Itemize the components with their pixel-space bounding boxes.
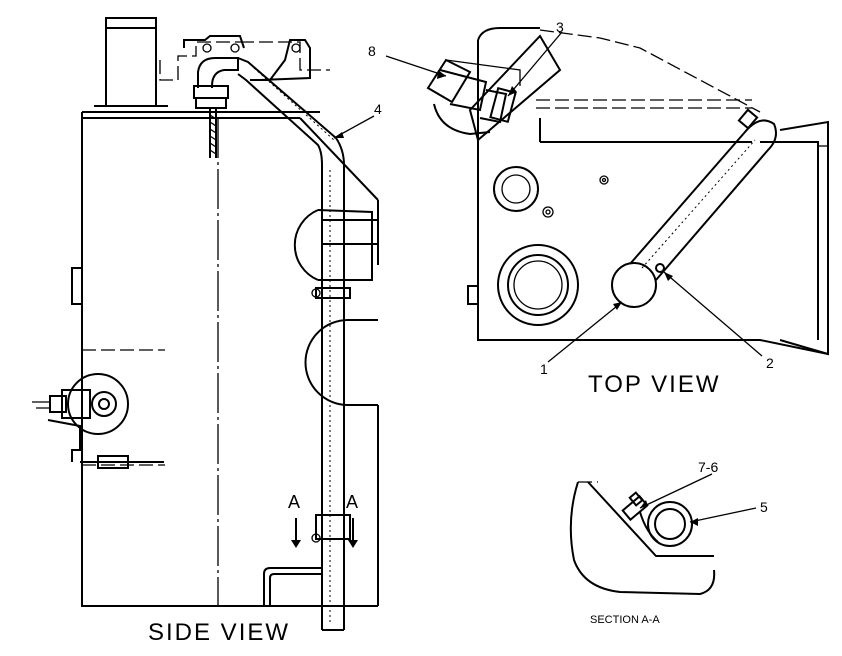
callout-4: 4 bbox=[374, 101, 382, 117]
top-view-drawing bbox=[426, 27, 829, 356]
section-title: SECTION A-A bbox=[590, 614, 660, 626]
callout-5: 5 bbox=[760, 499, 768, 515]
section-marker-right: A bbox=[346, 492, 358, 512]
callout-2: 2 bbox=[766, 355, 774, 371]
callout-3: 3 bbox=[556, 19, 564, 35]
callout-8: 8 bbox=[368, 43, 376, 59]
leader-lines bbox=[333, 31, 763, 526]
callout-7-6: 7-6 bbox=[698, 459, 718, 475]
side-view-drawing bbox=[32, 17, 379, 631]
callout-1: 1 bbox=[540, 361, 548, 377]
section-view-drawing bbox=[569, 481, 716, 596]
side-view-title: SIDE VIEW bbox=[148, 619, 290, 646]
section-marker-left: A bbox=[288, 492, 300, 512]
top-view-title: TOP VIEW bbox=[588, 371, 720, 398]
